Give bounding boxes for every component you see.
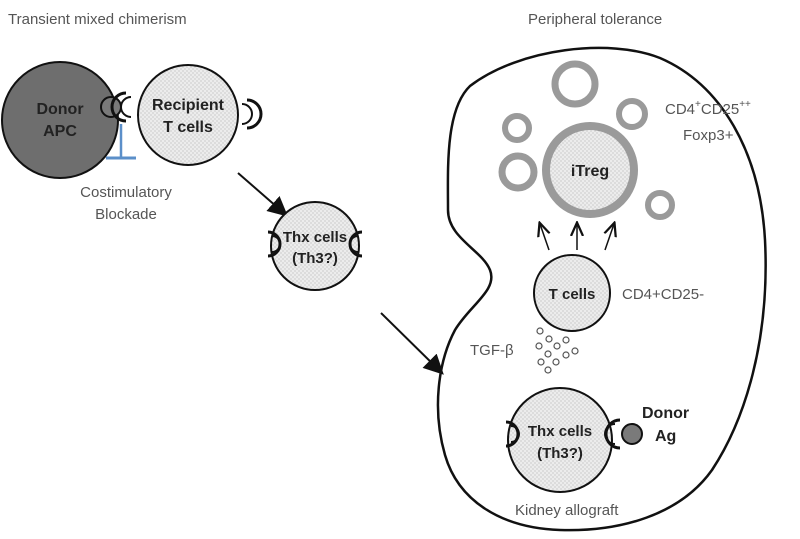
donor-ag-label-line1: Donor (642, 405, 689, 422)
particle (571, 347, 579, 355)
kidney-allograft-label: Kidney allograft (515, 502, 619, 519)
donor-ag-knob (621, 423, 643, 445)
thx-kidney-right-receptor-inner-icon (604, 423, 616, 445)
t-cells (533, 254, 611, 332)
tcr-receptor-icon (110, 91, 127, 123)
thx-mid-right-receptor-inner-icon (349, 235, 359, 253)
particle (553, 342, 561, 350)
thx-kidney-right-receptor-icon (604, 418, 621, 450)
particle (552, 358, 560, 366)
itreg-label: iTreg (571, 163, 609, 180)
particle (537, 358, 545, 366)
treg-ring-2 (502, 113, 532, 143)
thx-kidney-label-line2: (Th3?) (537, 445, 583, 462)
tcr-receptor-inner-icon (120, 96, 132, 118)
up-arrow-right (605, 224, 614, 251)
particle (562, 336, 570, 344)
recipient-t-cells (137, 64, 239, 166)
treg-ring-5 (645, 190, 675, 220)
title-peripheral-tolerance: Peripheral tolerance (528, 11, 662, 28)
donor-apc-label-line1: Donor (36, 101, 83, 118)
costim-label-line1: Costimulatory (80, 184, 172, 201)
t-cells-label: T cells (549, 286, 596, 303)
treg-ring-1 (551, 60, 599, 108)
particle (544, 366, 552, 374)
up-arrow-left (540, 224, 549, 251)
thx-mid-label-line2: (Th3?) (292, 250, 338, 267)
donor-apc-cell (1, 61, 119, 179)
particle (535, 342, 543, 350)
title-transient-mixed-chimerism: Transient mixed chimerism (8, 11, 187, 28)
t-cells-marker: CD4+CD25- (622, 286, 704, 303)
arrow-to-kidney (380, 312, 444, 375)
itreg-markers-line1: CD4+CD25++ (665, 99, 751, 118)
particle (545, 335, 553, 343)
donor-apc-label-line2: APC (43, 123, 77, 140)
costim-label-line2: Blockade (95, 206, 157, 223)
kidney-allograft-outline (436, 46, 767, 532)
itreg-cell (542, 122, 638, 218)
treg-ring-4 (498, 152, 538, 192)
itreg-markers-line2: Foxp3+ (683, 127, 734, 144)
recipient-label-line1: Recipient (152, 97, 225, 114)
thx-cells-middle (270, 201, 360, 291)
particle (544, 350, 552, 358)
thx-mid-left-receptor-inner-icon (271, 235, 281, 253)
particle (536, 327, 544, 335)
thx-cells-kidney (507, 387, 613, 493)
tgf-beta-label: TGF-β (470, 342, 514, 359)
recipient-receptor-icon (246, 98, 263, 130)
recipient-receptor-inner-icon (241, 103, 253, 125)
donor-ag-label-line2: Ag (655, 428, 676, 445)
treg-ring-3 (616, 98, 648, 130)
thx-kidney-label-line1: Thx cells (528, 423, 592, 440)
thx-mid-label-line1: Thx cells (283, 229, 347, 246)
recipient-label-line2: T cells (163, 119, 213, 136)
tgf-beta-particles (535, 327, 579, 374)
particle (562, 351, 570, 359)
arrow-to-thx (237, 172, 289, 217)
thx-kidney-left-receptor-inner-icon (510, 425, 520, 443)
